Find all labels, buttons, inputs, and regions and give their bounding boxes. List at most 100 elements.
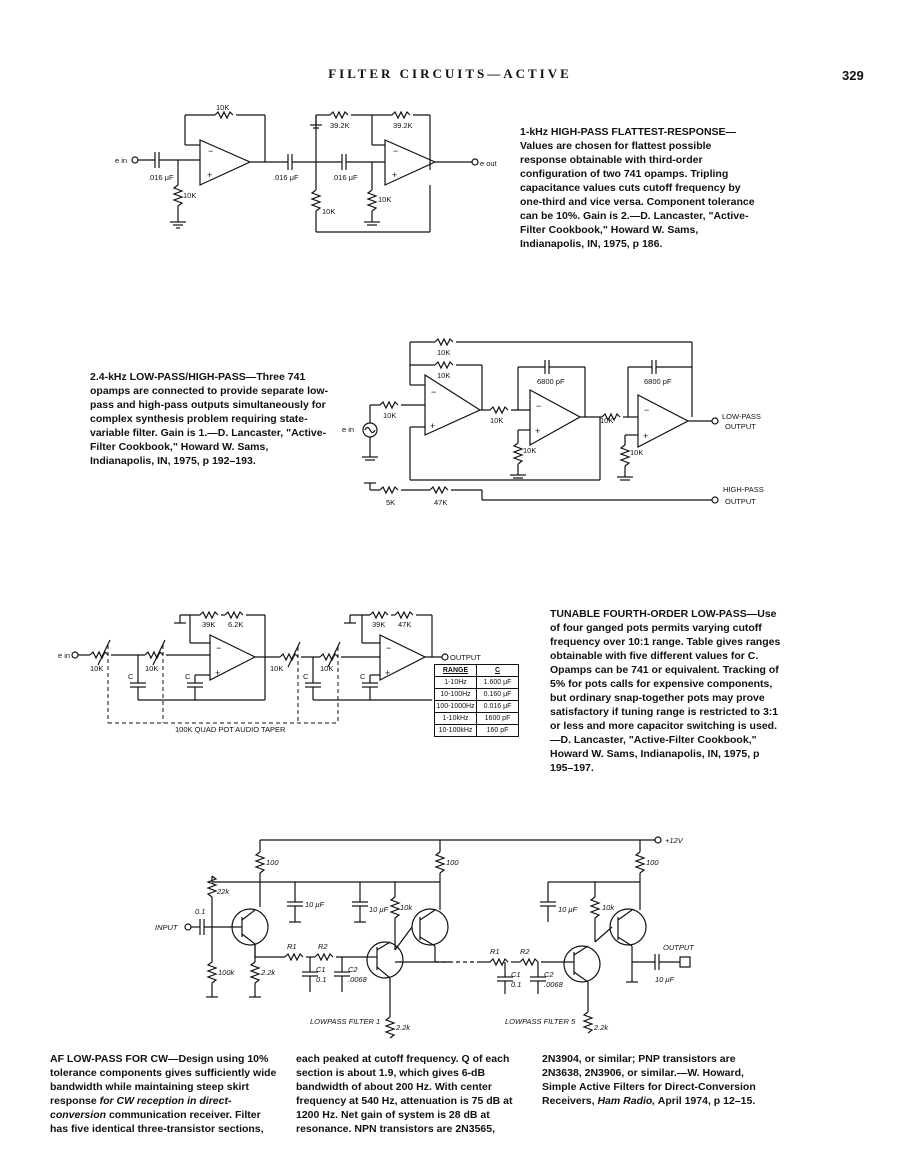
c3-r47-label: 47K [398,620,411,629]
svg-text:+: + [430,421,435,431]
c4-input-label: INPUT [155,923,179,932]
c4-C1bv-label: 0.1 [511,980,521,989]
c4-r100a-label: 100 [266,858,279,867]
table-header-row: RANGE C [435,665,518,676]
table-header-range: RANGE [435,665,477,676]
table-row: 1-10kHz 1600 pF [435,712,518,724]
caption-title: 2.4-kHz LOW-PASS/HIGH-PASS— [90,371,257,383]
c4-r100k-label: 100k [218,968,236,977]
svg-text:−: − [216,643,221,653]
caption-body: Use of four ganged pots permits varying … [550,608,781,774]
c4-r10ka-label: 10k [400,903,413,912]
c4-r100c-label: 100 [646,858,659,867]
c2-r-in-label: 10K [383,411,396,420]
c2-r-b-label: 10K [523,446,536,455]
c2-hp-out2-label: OUTPUT [725,497,756,506]
page-header-title: FILTER CIRCUITS—ACTIVE [328,66,572,81]
c4-C2bv-label: .0068 [544,980,564,989]
caption-af-lowpass-cw: AF LOW-PASS FOR CW—Design using 10% tole… [50,1052,770,1152]
c2-ein-label: e in [342,425,354,434]
table-row: 1-10Hz 1.600 μF [435,676,518,688]
c4-R2a-label: R2 [318,942,328,951]
table-cell: 10-100Hz [435,689,477,700]
c2-r-c-label: 10K [600,416,613,425]
caption-tunable-4th-order: TUNABLE FOURTH-ORDER LOW-PASS—Use of fou… [550,607,785,775]
c1-r2-label: 10K [183,191,196,200]
caption-body: Values are chosen for flattest possible … [520,140,755,250]
c4-r22b-label: 2.2k [593,1023,609,1032]
caption-lp-hp-2-4khz: 2.4-kHz LOW-PASS/HIGH-PASS—Three 741 opa… [90,370,330,468]
c1-eout-label: e out [480,159,498,168]
c4-c10a-label: 10 μF [305,900,325,909]
caption-body-2: communication receiver. Filter has five … [50,1053,756,1135]
c3-pot-note: 100K QUAD POT AUDIO TAPER [175,725,286,734]
c1-r6-label: 10K [378,195,391,204]
caption-body-1: Design using 10% tolerance components gi… [50,1053,277,1107]
table-cell: 0.160 μF [483,691,512,698]
c4-c10c-label: 10 μF [558,905,578,914]
c3-c-label: C [360,672,366,681]
c4-c10d-label: 10 μF [655,975,675,984]
c4-C1a-label: C1 [316,965,326,974]
table-cell: 100-1000Hz [435,701,477,712]
caption-af-lowpass-text: AF LOW-PASS FOR CW—Design using 10% tole… [50,1052,770,1136]
table-row: 10-100kHz 160 pF [435,724,518,736]
c3-p3-label: 10K [270,664,283,673]
c4-filt1-label: LOWPASS FILTER 1 [310,1017,380,1026]
c3-p4-label: 10K [320,664,333,673]
table-cell: 1.600 μF [483,679,512,686]
svg-text:−: − [536,401,541,411]
table-cell: 160 pF [486,727,509,734]
caption-journal: Ham Radio, [597,1095,656,1107]
c4-r10kb-label: 10k [602,903,615,912]
c1-r1-label: 10K [216,103,229,112]
c4-C2a-label: C2 [348,965,358,974]
svg-text:+: + [207,170,212,180]
capacitor-range-table: RANGE C 1-10Hz 1.600 μF 10-100Hz 0.160 μ… [434,664,519,737]
caption-body: Three 741 opamps are connected to provid… [90,371,329,467]
schematic-af-lowpass-cw: +12V 100 100 100 22k 0.1 INPUT 100k 2.2k… [155,836,695,1039]
c1-r5-label: 10K [322,207,335,216]
table-header-c: C [494,667,501,674]
c2-r-fb-label: 10K [437,371,450,380]
svg-text:+: + [215,668,220,678]
svg-text:+: + [643,431,648,441]
c4-R1b-label: R1 [490,947,500,956]
c1-c3-label: .016 μF [332,173,358,182]
c3-c-label: C [185,672,191,681]
c2-lp-out-label: LOW-PASS [722,412,761,421]
svg-text:−: − [386,643,391,653]
svg-text:+: + [535,426,540,436]
c2-r-a-label: 10K [490,416,503,425]
c2-c1-label: 6800 pF [537,377,565,386]
c4-filt5-label: LOWPASS FILTER 5 [505,1017,576,1026]
c3-p2-label: 10K [145,664,158,673]
schematic-state-variable: −+ −+ −+ 10K 10K 10K e in 10K 10K 10K 10… [342,337,764,507]
c1-c1-label: .016 μF [148,173,174,182]
c2-c2-label: 6800 pF [644,377,672,386]
svg-text:+: + [392,170,397,180]
c4-r22k-label: 22k [216,887,230,896]
c3-r62-label: 6.2K [228,620,243,629]
c3-c-label: C [303,672,309,681]
c2-hp-out-label: HIGH-PASS [723,485,764,494]
caption-high-pass-1khz: 1-kHz HIGH-PASS FLATTEST-RESPONSE—Values… [520,125,760,251]
table-cell: 0.016 μF [483,703,512,710]
c1-ein-label: e in [115,156,127,165]
table-row: 10-100Hz 0.160 μF [435,688,518,700]
table-cell: 1600 pF [484,715,511,722]
table-cell: 1-10Hz [435,677,477,688]
caption-title: AF LOW-PASS FOR CW— [50,1053,179,1065]
c3-ein-label: e in [58,651,70,660]
c3-r39b-label: 39K [372,620,385,629]
svg-text:+: + [385,668,390,678]
svg-text:−: − [644,405,649,415]
schematic-high-pass-1khz: −+ −+ e in e out 10K .016 μF 10K .016 μF… [115,103,498,233]
c2-r-5k-label: 5K [386,498,395,507]
c4-r2-2k-label: 2.2k [260,968,276,977]
c4-C1av-label: 0.1 [316,975,326,984]
c4-r22a-label: 2.2k [395,1023,411,1032]
c2-r-top-label: 10K [437,348,450,357]
caption-title: TUNABLE FOURTH-ORDER LOW-PASS— [550,608,758,620]
c2-lp-out2-label: OUTPUT [725,422,756,431]
